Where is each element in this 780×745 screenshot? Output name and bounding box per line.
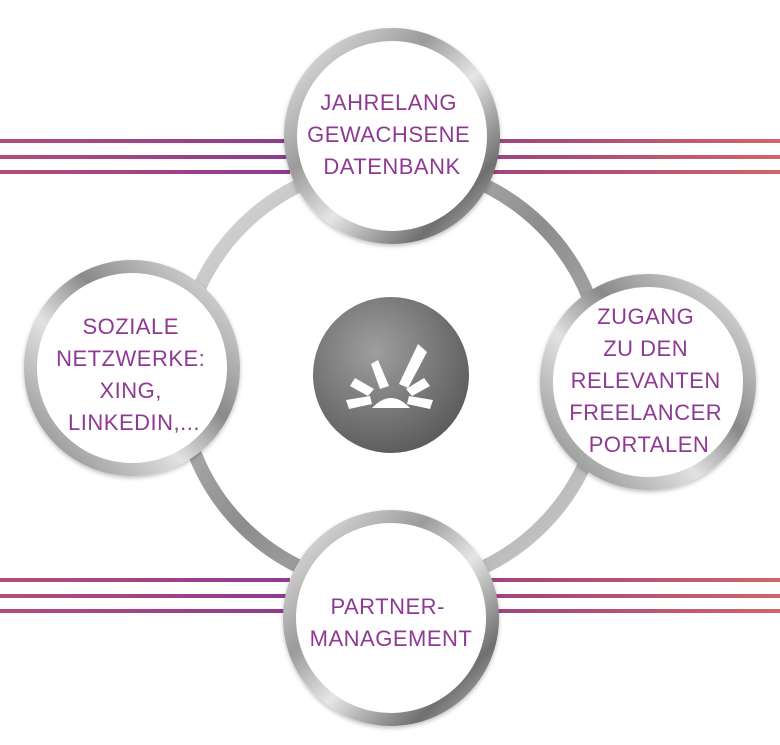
label-left-line: SOZIALE [82, 314, 178, 339]
label-left-line: XING, [99, 378, 161, 403]
label-right-line: PORTALEN [589, 432, 710, 457]
label-left-line: NETZWERKE: [56, 346, 205, 371]
bottom-stripes [0, 578, 780, 613]
label-bottom: PARTNER- MANAGEMENT [310, 594, 473, 651]
label-top: JAHRELANG GEWACHSENE DATENBANK [307, 90, 477, 179]
sunburst-logo-icon [346, 344, 433, 409]
node-right [540, 274, 756, 490]
label-left: SOZIALE NETZWERKE: XING, LINKEDIN,... [56, 314, 212, 435]
top-stripes [0, 139, 780, 174]
label-right-line: RELEVANTEN [571, 368, 721, 393]
node-top [284, 28, 500, 244]
label-left-line: LINKEDIN,... [68, 410, 200, 435]
label-right: ZUGANG ZU DEN RELEVANTEN FREELANCER PORT… [569, 304, 729, 457]
center-logo [313, 297, 469, 453]
label-top-line: DATENBANK [323, 154, 460, 179]
label-right-line: ZU DEN [603, 336, 688, 361]
node-bottom [283, 510, 499, 726]
label-bottom-line: MANAGEMENT [310, 626, 473, 651]
label-top-line: GEWACHSENE [307, 122, 470, 147]
label-bottom-line: PARTNER- [330, 594, 444, 619]
label-right-line: ZUGANG [597, 304, 694, 329]
node-left [24, 260, 240, 476]
label-right-line: FREELANCER [569, 400, 722, 425]
label-top-line: JAHRELANG [320, 90, 457, 115]
